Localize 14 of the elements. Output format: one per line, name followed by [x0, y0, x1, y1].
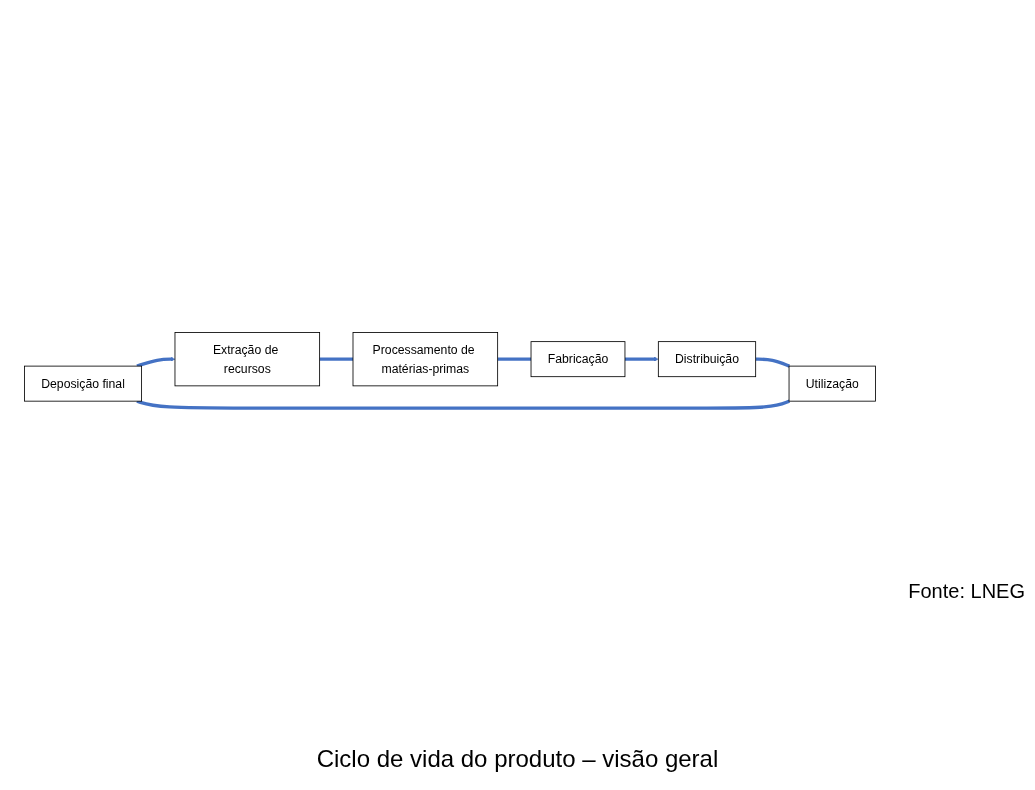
arrow	[136, 356, 176, 368]
node-box: Distribuição	[657, 340, 757, 377]
node-box: Deposição final	[24, 365, 142, 402]
node-box: Fabricação	[530, 340, 626, 377]
caption: Ciclo de vida do produto – visão geral	[315, 745, 720, 773]
node-box: Processamento de matérias-primas	[352, 331, 499, 386]
source-note: Fonte: LNEG	[908, 580, 1025, 603]
connector	[497, 357, 531, 361]
connector	[319, 357, 353, 361]
arrow	[624, 356, 659, 362]
connector	[136, 399, 790, 410]
node-box: Extração de recursos	[174, 331, 321, 386]
node-box: Utilização	[788, 365, 876, 402]
connector	[755, 357, 790, 368]
